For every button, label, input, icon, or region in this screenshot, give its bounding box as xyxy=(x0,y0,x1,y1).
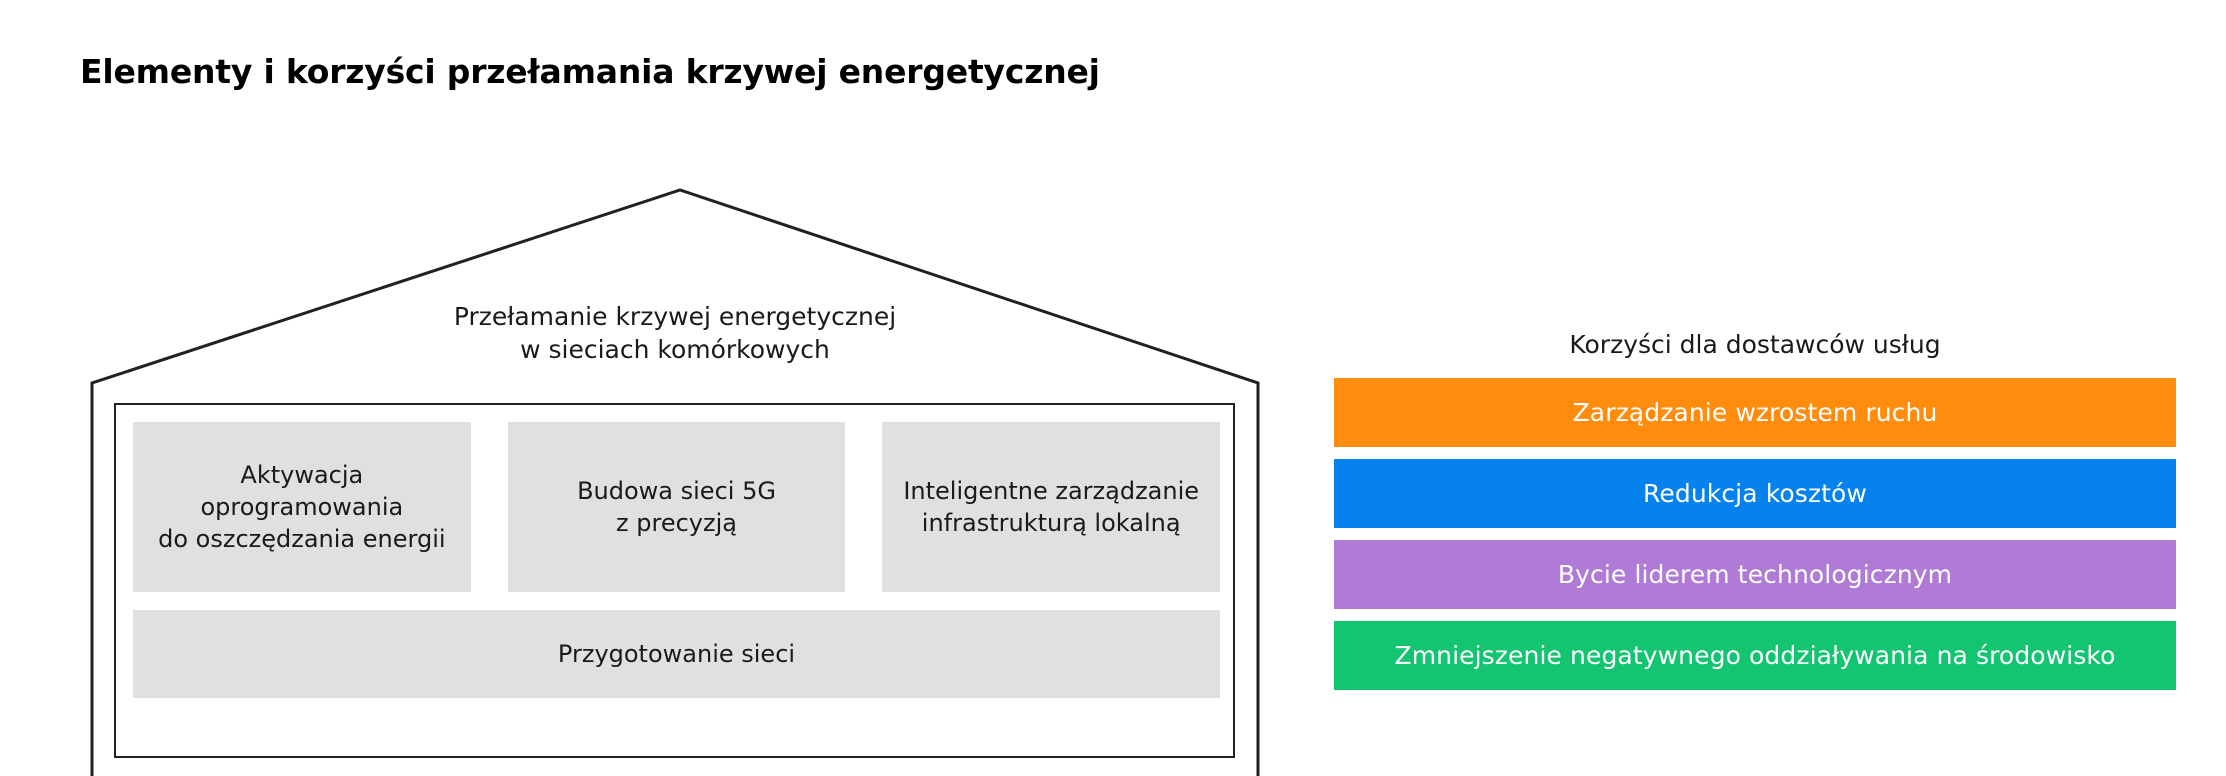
house-outline-shape xyxy=(80,175,1270,776)
benefit-bar-4-label: Zmniejszenie negatywnego oddziaływania n… xyxy=(1394,641,2116,670)
pillar-box-3[interactable]: Inteligentne zarządzanie infrastrukturą … xyxy=(882,422,1221,592)
pillar-3-line1: Inteligentne zarządzanie xyxy=(903,477,1200,505)
pillar-3-line2: infrastrukturą lokalną xyxy=(921,509,1181,537)
benefits-panel: Korzyści dla dostawców usług Zarządzanie… xyxy=(1334,330,2176,702)
pillar-box-1[interactable]: Aktywacja oprogramowania do oszczędzania… xyxy=(133,422,471,592)
pillar-box-2[interactable]: Budowa sieci 5G z precyzją xyxy=(507,422,846,592)
benefit-bar-cost-reduction[interactable]: Redukcja kosztów xyxy=(1334,459,2176,528)
benefits-title: Korzyści dla dostawców usług xyxy=(1569,330,1941,359)
pillar-1-line3: do oszczędzania energii xyxy=(158,525,446,553)
foundation-label: Przygotowanie sieci xyxy=(557,640,796,668)
pillar-1-line2: oprogramowania xyxy=(200,493,404,521)
house-diagram: Przełamanie krzywej energetycznej w siec… xyxy=(80,175,1270,776)
benefit-bar-2-label: Redukcja kosztów xyxy=(1643,479,1867,508)
benefit-bar-traffic-growth[interactable]: Zarządzanie wzrostem ruchu xyxy=(1334,378,2176,447)
benefit-bar-tech-leadership[interactable]: Bycie liderem technologicznym xyxy=(1334,540,2176,609)
pillar-2-line2: z precyzją xyxy=(616,509,737,537)
page-title: Elementy i korzyści przełamania krzywej … xyxy=(80,52,1100,91)
foundation-box[interactable]: Przygotowanie sieci xyxy=(133,610,1220,698)
pillar-1-line1: Aktywacja xyxy=(240,461,364,489)
pillar-row: Aktywacja oprogramowania do oszczędzania… xyxy=(133,422,1221,592)
benefit-bar-3-label: Bycie liderem technologicznym xyxy=(1557,560,1953,589)
house-inner-frame: Aktywacja oprogramowania do oszczędzania… xyxy=(114,403,1235,758)
pillar-2-line1: Budowa sieci 5G xyxy=(577,477,776,505)
benefit-bar-1-label: Zarządzanie wzrostem ruchu xyxy=(1572,398,1938,427)
benefit-bar-environmental-impact[interactable]: Zmniejszenie negatywnego oddziaływania n… xyxy=(1334,621,2176,690)
